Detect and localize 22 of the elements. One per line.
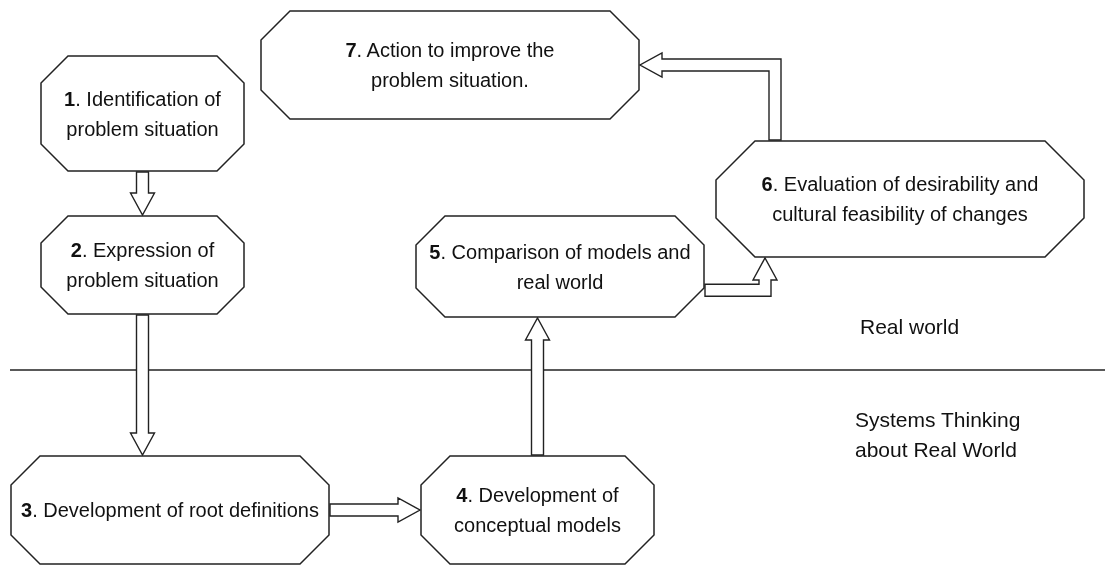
octagon-box <box>715 140 1085 258</box>
region-label: Real world <box>860 314 961 340</box>
box-text: 3. Development of root definitions <box>21 498 319 523</box>
box-text: 1. Identification of problem situation <box>63 86 222 142</box>
box-text: 7. Action to improve the problem situation. <box>344 38 556 93</box>
hollow-arrow <box>524 316 551 456</box>
box-text: 2. Expression of problem situation <box>65 238 220 293</box>
octagon-box <box>260 10 640 120</box>
hollow-arrow <box>329 496 422 524</box>
octagon-box <box>10 455 330 565</box>
octagon-box <box>415 215 705 318</box>
hollow-arrow <box>638 51 782 141</box>
box-text: 6. Evaluation of desirability and cultural feasibility of changes <box>760 172 1040 227</box>
box-text: 4. Development of conceptual models <box>453 483 622 538</box>
octagon-box <box>40 215 245 315</box>
box-text: 5. Comparison of models and real world <box>428 239 692 295</box>
octagon-box <box>40 55 245 172</box>
octagon-box <box>420 455 655 565</box>
hollow-arrow <box>129 171 156 217</box>
hollow-arrow <box>129 314 156 457</box>
region-label: Systems Thinking about Real World <box>855 407 1022 464</box>
hollow-arrow <box>704 256 779 297</box>
